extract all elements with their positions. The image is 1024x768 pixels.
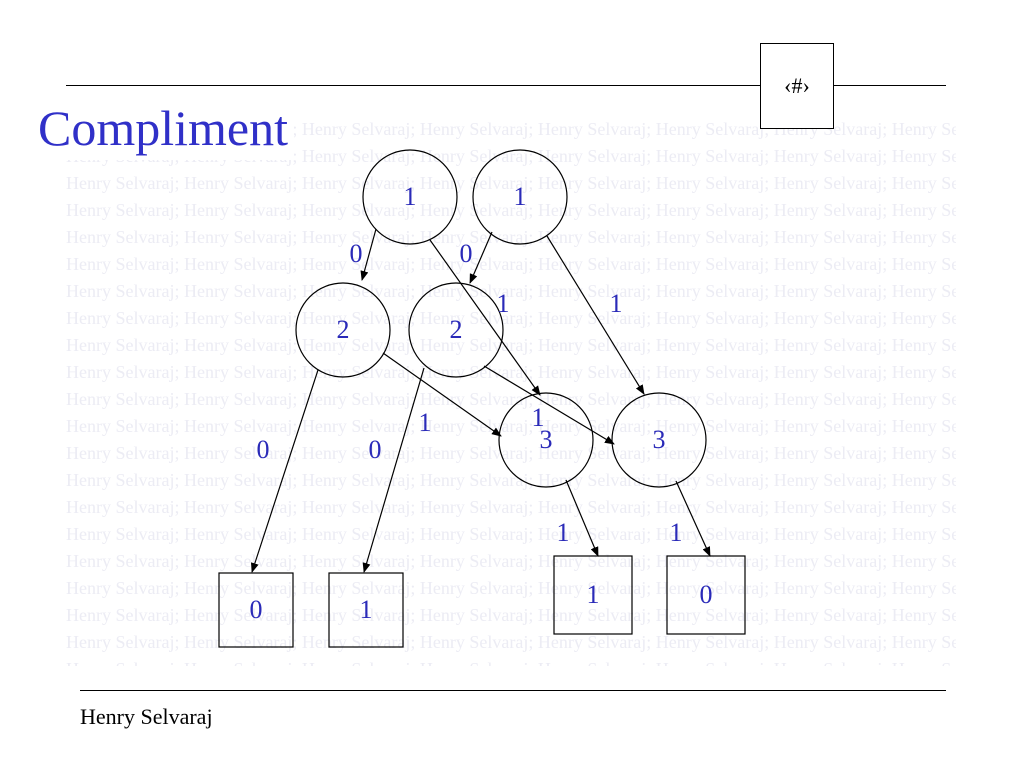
node-label-n3b: 3 — [653, 425, 666, 454]
node-n2a — [295, 282, 391, 378]
edge-n3a-t1b — [565, 479, 599, 557]
edge-label-n1b-n2b: 0 — [460, 239, 473, 268]
node-n1b — [472, 149, 568, 245]
node-label-t1: 1 — [360, 595, 373, 624]
slide-number-box: ‹#› — [760, 43, 834, 129]
slide-title: Compliment — [38, 96, 294, 160]
footer-rule — [80, 690, 946, 691]
node-t0 — [218, 572, 294, 648]
watermark-text: Henry Selvaraj; Henry Selvaraj; Henry Se… — [66, 119, 956, 666]
edge-n1a-n3a — [429, 239, 541, 396]
node-n2b — [408, 282, 504, 378]
edge-n1b-n3b — [546, 235, 645, 395]
footer-author: Henry Selvaraj — [80, 704, 213, 729]
node-t1b — [553, 555, 633, 635]
edge-label-n2a-t0: 0 — [257, 435, 270, 464]
edge-n3b-t0b — [675, 480, 711, 557]
node-label-n3a: 3 — [540, 425, 553, 454]
node-label-n1b: 1 — [514, 182, 527, 211]
edge-n2a-n3a — [382, 352, 502, 437]
node-label-n1a: 1 — [404, 182, 417, 211]
slide-number: ‹#› — [784, 73, 810, 98]
node-n3a — [498, 392, 594, 488]
node-n1a — [362, 149, 458, 245]
node-t0b — [666, 555, 746, 635]
node-label-t0: 0 — [250, 595, 263, 624]
node-label-t1b: 1 — [587, 580, 600, 609]
edge-label-n1a-n3a: 1 — [497, 289, 510, 318]
edge-label-n1b-n3b: 1 — [610, 289, 623, 318]
edge-n2a-t0 — [250, 369, 319, 573]
header-rule — [66, 85, 946, 86]
edge-label-n1a-n2a: 0 — [350, 239, 363, 268]
edge-label-n3a-t1b: 1 — [557, 518, 570, 547]
node-label-t0b: 0 — [700, 580, 713, 609]
edge-label-n2b-n3b: 1 — [532, 403, 545, 432]
edge-label-n2a-n3a: 1 — [419, 408, 432, 437]
node-t1 — [328, 572, 404, 648]
edge-n1b-n2b — [469, 231, 493, 284]
edge-label-n2b-t1: 0 — [369, 435, 382, 464]
node-label-n2a: 2 — [337, 315, 350, 344]
node-n3b — [611, 392, 707, 488]
edge-n2b-t1 — [362, 367, 425, 573]
node-label-n2b: 2 — [450, 315, 463, 344]
edge-label-n3b-t0b: 1 — [670, 518, 683, 547]
edge-n1a-n2a — [360, 228, 377, 281]
